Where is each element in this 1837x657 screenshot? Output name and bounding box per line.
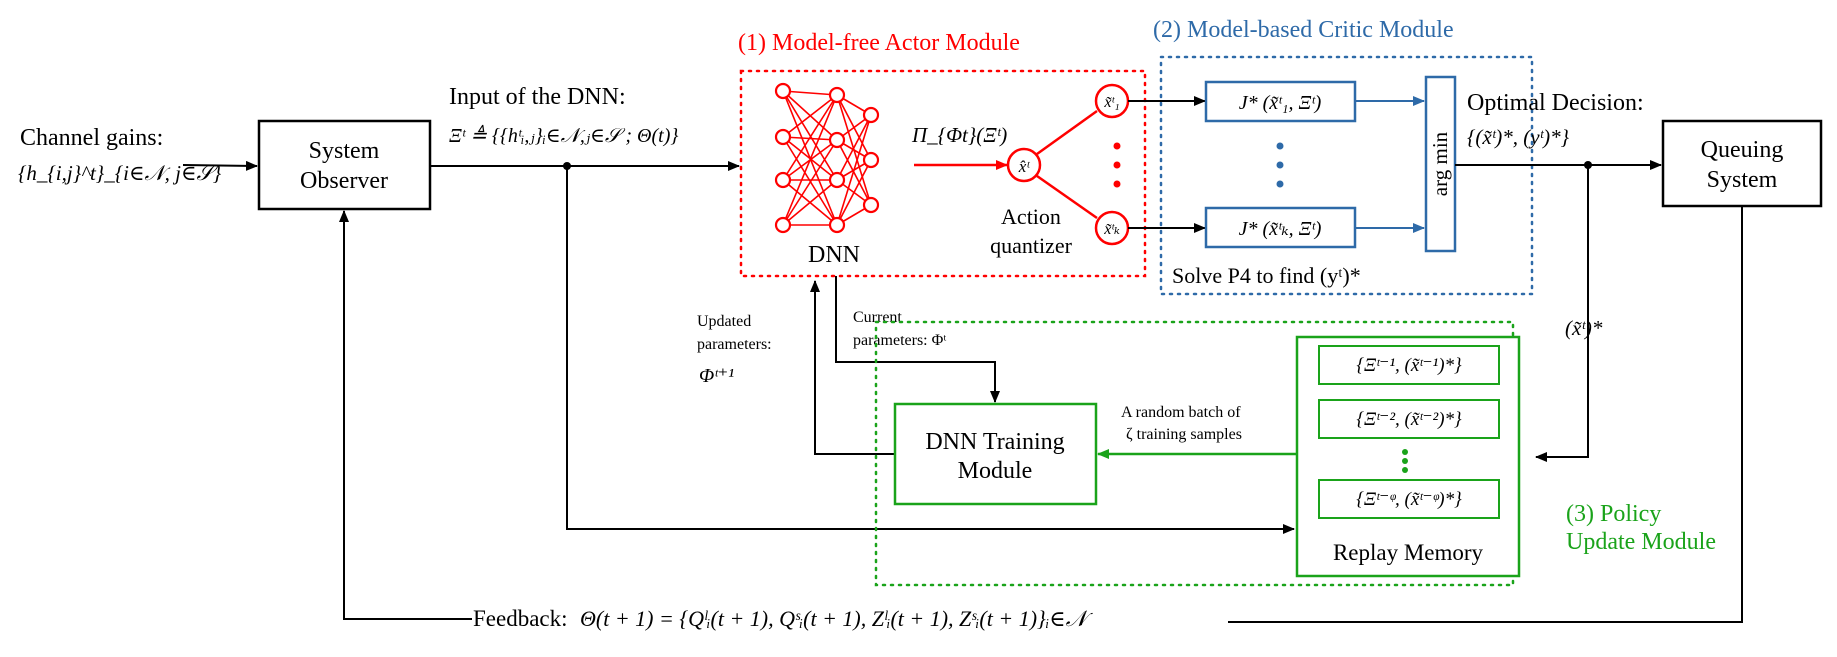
random-batch-label-2: ζ training samples (1126, 426, 1242, 443)
optimal-decision-title: Optimal Decision: (1467, 90, 1644, 116)
arrow-decision-to-replay-memory (1535, 165, 1589, 462)
current-params-label-1: Current (853, 309, 902, 326)
memory-entry-q-label: {Ξᵗ⁻ᵠ, (x̃ᵗ⁻ᵠ)*} (1356, 489, 1462, 510)
feedback-arrow-to-observer (339, 210, 472, 620)
arrow-current-params-to-training (835, 276, 1000, 403)
candidate-k-label: x̃ᵗₖ (1103, 221, 1120, 238)
feedback-line-right (1228, 206, 1743, 623)
queuing-system-label-2: System (1707, 167, 1778, 193)
candidate-ellipsis-dots (1113, 142, 1121, 188)
memory-entry-1-label: {Ξᵗ⁻¹, (x̃ᵗ⁻¹)*} (1356, 355, 1462, 376)
action-quantizer-label-1: Action (1001, 204, 1061, 229)
memory-entry-q (1318, 479, 1500, 519)
feedback-label: Feedback: (473, 606, 568, 631)
candidate-1-label: x̃ᵗ₁ (1103, 94, 1119, 111)
arrow-input-to-observer (182, 160, 258, 171)
arrow-updated-params-to-dnn (810, 280, 894, 455)
current-params-label-2: parameters: Φᵗ (853, 332, 946, 349)
xstar-label: (x̃ᵗ)* (1565, 316, 1603, 340)
dnn-training-label-2: Module (958, 458, 1033, 484)
queuing-system-label-1: Queuing (1701, 137, 1784, 163)
dnn-network-icon (782, 90, 872, 226)
solve-p4-note: Solve P4 to find (yᵗ)* (1172, 263, 1361, 288)
critic-eval-label-1: J* (x̃ᵗ₁, Ξᵗ) (1239, 92, 1322, 114)
actor-module-title: (1) Model-free Actor Module (738, 30, 1020, 56)
policy-output-label: Π_{Φt}(Ξᵗ) (911, 123, 1007, 147)
memory-entry-1 (1318, 345, 1500, 385)
updated-params-label-2: parameters: (697, 336, 772, 353)
dnn-label: DNN (808, 242, 860, 268)
random-batch-label-1: A random batch of (1121, 404, 1241, 421)
replay-memory-label: Replay Memory (1333, 540, 1484, 565)
system-observer-box (257, 119, 432, 211)
updated-params-label-1: Updated (697, 313, 751, 330)
dnn-input-formula: Ξᵗ ≜ {{hᵗᵢ,ⱼ}ᵢ∈𝒩,ⱼ∈𝒮 ; Θ(t)} (449, 124, 678, 147)
quantizer-node-label: x̂ᵗ (1018, 157, 1031, 176)
critic-eval-label-k: J* (x̃ᵗₖ, Ξᵗ) (1239, 218, 1322, 240)
dnn-input-title: Input of the DNN: (449, 84, 626, 110)
dnn-training-label-1: DNN Training (925, 429, 1064, 455)
system-observer-label-1: System (309, 138, 380, 164)
feedback-formula: Θ(t + 1) = {Qˡᵢ(t + 1), Qˢᵢ(t + 1), Zˡᵢ(… (580, 606, 1094, 631)
critic-eval-box-1 (1204, 80, 1357, 123)
dnn-training-box (893, 402, 1098, 506)
quantizer-node (1006, 147, 1042, 183)
critic-module-title: (2) Model-based Critic Module (1153, 17, 1454, 43)
queuing-system-box (1661, 119, 1823, 208)
updated-params-value: Φᵗ⁺¹ (699, 365, 734, 387)
critic-module-border (1159, 55, 1534, 296)
memory-entry-2-label: {Ξᵗ⁻², (x̃ᵗ⁻²)*} (1356, 409, 1462, 430)
action-quantizer-label-2: quantizer (990, 233, 1073, 258)
policy-module-title-1: (3) Policy (1566, 501, 1661, 527)
critic-ellipsis-dots (1276, 142, 1284, 188)
dnn-nodes (774, 82, 880, 234)
argmin-label: arg min (1428, 131, 1452, 196)
branch-to-candidate-k (1036, 174, 1098, 220)
memory-entry-2 (1318, 399, 1500, 439)
branch-to-candidate-1 (1036, 109, 1098, 156)
system-observer-label-2: Observer (300, 168, 388, 194)
policy-module-title-2: Update Module (1566, 529, 1716, 555)
channel-gains-title: Channel gains: (20, 125, 163, 151)
memory-ellipsis-dots (1402, 449, 1408, 473)
optimal-decision-formula: {(x̃ᵗ)*, (yᵗ)*} (1467, 125, 1570, 149)
argmin-box (1424, 75, 1457, 253)
actor-module-border (739, 69, 1147, 278)
arrow-input-to-replay-memory (566, 166, 1295, 534)
